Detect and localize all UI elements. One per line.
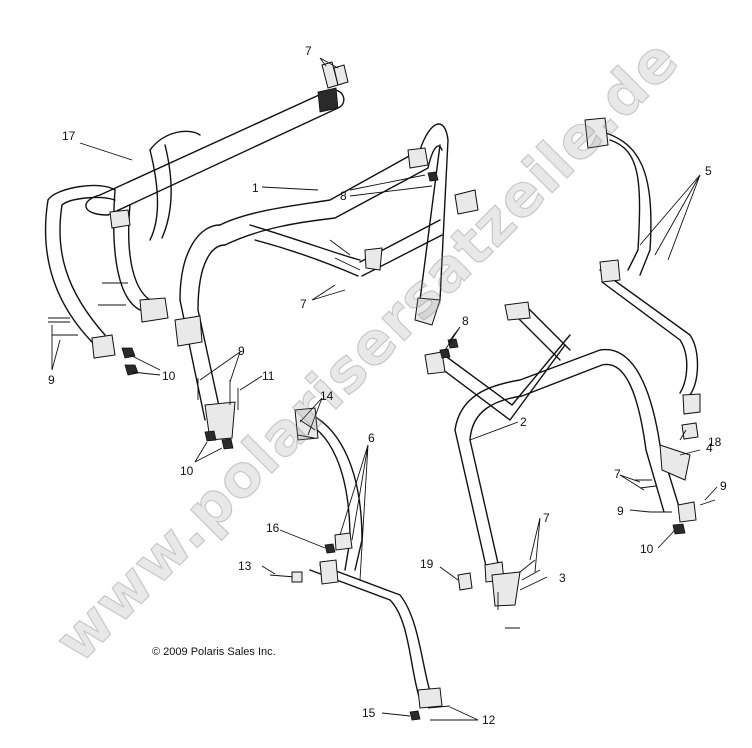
leader-lines	[51, 57, 718, 721]
callout-9: 9	[617, 504, 624, 518]
callout-4: 4	[706, 441, 713, 455]
callout-19: 19	[420, 557, 434, 571]
callout-10: 10	[162, 369, 176, 383]
callout-9: 9	[48, 373, 55, 387]
callout-5: 5	[705, 164, 712, 178]
part-5-right-upper-bar	[584, 117, 701, 415]
callout-16: 16	[266, 521, 280, 535]
callout-9: 9	[720, 479, 727, 493]
callout-10: 10	[640, 542, 654, 556]
callout-10: 10	[180, 464, 194, 478]
callout-14: 14	[320, 389, 334, 403]
callout-labels: 7 17 1 8 5 7 8 9 10 9 11 14 10 2 18 6 7 …	[48, 44, 727, 727]
callout-8: 8	[340, 189, 347, 203]
callout-18: 18	[708, 435, 722, 449]
callout-15: 15	[362, 706, 376, 720]
part-1-front-cage-bar	[174, 123, 479, 441]
callout-7: 7	[543, 511, 550, 525]
callout-9: 9	[238, 344, 245, 358]
part-2-front-hoop	[424, 301, 681, 607]
callout-13: 13	[238, 559, 252, 573]
callout-7: 7	[614, 467, 621, 481]
part-17-rear-cage-section	[44, 87, 345, 359]
callout-1: 1	[252, 181, 259, 195]
callout-2: 2	[520, 415, 527, 429]
callout-7: 7	[300, 297, 307, 311]
callout-12: 12	[482, 713, 496, 727]
callout-11: 11	[262, 369, 275, 383]
callout-17: 17	[62, 129, 76, 143]
hardware-set	[48, 61, 716, 721]
callout-8: 8	[462, 314, 469, 328]
callout-6: 6	[368, 431, 375, 445]
callout-3: 3	[559, 571, 566, 585]
callout-7: 7	[305, 44, 312, 58]
watermark-text: www.polarisersatzeile.de	[42, 25, 692, 675]
copyright-notice: © 2009 Polaris Sales Inc.	[152, 646, 276, 658]
